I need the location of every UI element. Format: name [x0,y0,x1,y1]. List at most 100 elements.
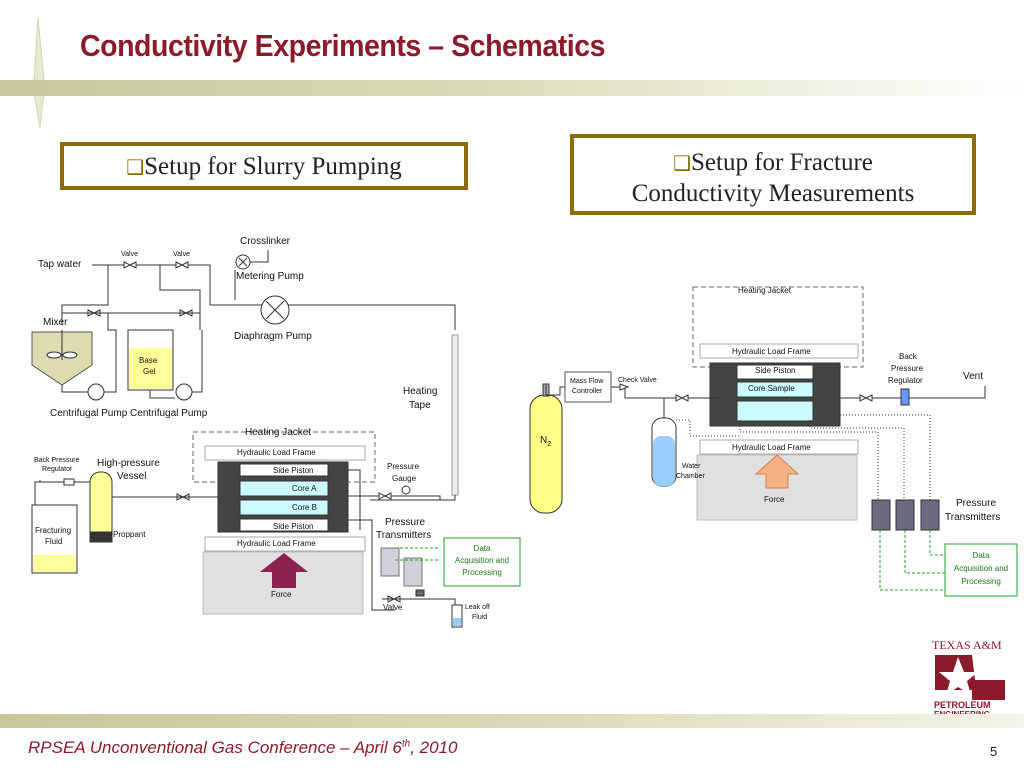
heating-jacket-label: Heating Jacket [738,286,791,295]
high-pressure-vessel-icon [89,471,113,541]
pressure-gauge-icon [401,485,411,495]
n2-label: N2 [540,435,552,448]
core-a-label: Core A [292,484,317,493]
metering-pump-label: Metering Pump [236,271,304,282]
checkbox-bullet-icon: ❑ [126,157,145,179]
hp-vessel-label-1: High-pressure [97,458,160,469]
daq-label-3: Processing [961,577,1001,586]
checkbox-bullet-icon: ❑ [673,153,692,175]
valve-icon [378,492,392,500]
water-chamber-label-1: Water [682,463,701,470]
pressure-gauge-label-1: Pressure [387,462,420,471]
centrifugal-pump-icon [87,383,105,401]
back-pressure-regulator-icon [900,388,910,406]
daq-box-left [443,537,521,587]
back-pressure-label-1: Back [899,352,917,361]
side-piston-bottom-label: Side Piston [273,522,314,531]
heating-jacket-label: Heating Jacket [245,427,312,438]
fracture-setup-label-line2: Conductivity Measurements [631,180,915,207]
pressure-gauge-label-2: Gauge [392,474,417,483]
valve-icon [859,394,873,402]
mass-flow-label-2: Controller [572,388,603,395]
daq-label-1: Data [972,551,990,560]
heating-tape-icon [451,334,459,496]
slurry-setup-label: Setup for Slurry Pumping [144,153,402,180]
vent-label: Vent [963,371,984,382]
daq-label-1: Data [473,544,491,553]
pressure-transmitters-label-1: Pressure [385,517,426,528]
base-gel-label-1: Base [139,356,158,365]
heating-tape-label-1: Heating [403,386,438,397]
pressure-transmitter-icon [871,499,891,531]
valve-label: Valve [383,603,403,612]
logo-line2: PETROLEUM [934,700,991,710]
mixer-label: Mixer [43,317,68,328]
centrifugal-pumps-label: Centrifugal Pump Centrifugal Pump [50,408,208,419]
side-piston-label: Side Piston [755,366,796,375]
pressure-transmitters-label-1: Pressure [956,498,997,509]
footer-bar [0,714,1024,728]
diaphragm-pump-label: Diaphragm Pump [234,331,312,342]
back-pressure-label-2: Pressure [891,364,924,373]
fracturing-fluid-label-2: Fluid [45,537,63,546]
pressure-transmitter-icon [895,499,915,531]
valve-icon [415,589,425,597]
pressure-transmitters-label-2: Transmitters [376,530,432,541]
title-underline-bar [0,80,1024,96]
fracture-setup-box: ❑Setup for Fracture Conductivity Measure… [570,134,976,215]
valve-icon [175,261,189,269]
heating-tape-label-2: Tape [409,400,431,411]
pressure-transmitter-icon [380,547,400,577]
bpr-label-2: Regulator [42,466,73,473]
texas-am-petroleum-logo [935,655,1005,700]
valve-icon [675,394,689,402]
bpr-label-1: Back Pressure [34,457,80,464]
page-title: Conductivity Experiments – Schematics [80,28,606,63]
check-valve-icon [619,383,630,391]
water-chamber-label-2: Chamber [676,473,705,480]
valve-icon [123,261,137,269]
side-piston-top-label: Side Piston [273,466,314,475]
pressure-transmitter-icon [403,557,423,587]
mass-flow-controller-icon [564,371,612,403]
back-pressure-regulator-icon [63,478,75,486]
tap-water-label: Tap water [38,259,82,270]
fracturing-fluid-label-1: Fracturing [35,526,72,535]
mass-flow-label-1: Mass Flow [570,378,604,385]
back-pressure-label-3: Regulator [888,376,923,385]
leak-off-beaker-icon [451,604,463,628]
daq-label-2: Acquisition and [454,556,510,565]
slurry-setup-box: ❑Setup for Slurry Pumping [60,142,468,190]
crosslinker-label: Crosslinker [240,236,291,247]
centrifugal-pump-icon [175,383,193,401]
page-number: 5 [990,744,998,759]
fracture-setup-label-line1: Setup for Fracture [691,149,873,176]
base-gel-label-2: Gel [143,367,156,376]
pressure-transmitter-icon [920,499,940,531]
hydraulic-frame-top-label: Hydraulic Load Frame [237,448,316,457]
daq-label-3: Processing [462,568,502,577]
force-arrow-icon [260,553,308,588]
valve-label: Valve [121,251,138,258]
leak-off-label-2: Fluid [472,614,488,621]
pressure-transmitters-label-2: Transmitters [945,512,1001,523]
hp-vessel-label-2: Vessel [117,471,147,482]
force-label: Force [271,590,292,599]
hydraulic-frame-bottom-label: Hydraulic Load Frame [237,539,316,548]
check-valve-label: Check Valve [618,377,657,384]
hydraulic-frame-bottom-label: Hydraulic Load Frame [732,443,811,452]
logo-line1: TEXAS A&M [932,638,1002,652]
valve-label: Valve [173,251,190,258]
core-sample-label: Core Sample [748,384,795,393]
hydraulic-frame-top-label: Hydraulic Load Frame [732,347,811,356]
daq-label-2: Acquisition and [953,564,1009,573]
core-b-label: Core B [292,503,317,512]
footer-text: RPSEA Unconventional Gas Conference – Ap… [28,738,458,757]
force-arrow-icon [754,454,800,489]
daq-box-right [944,543,1018,597]
n2-cylinder-icon [529,394,563,514]
force-label: Force [764,495,785,504]
leak-off-label-1: Leak off [465,604,490,611]
proppant-label: Proppant [113,530,146,539]
